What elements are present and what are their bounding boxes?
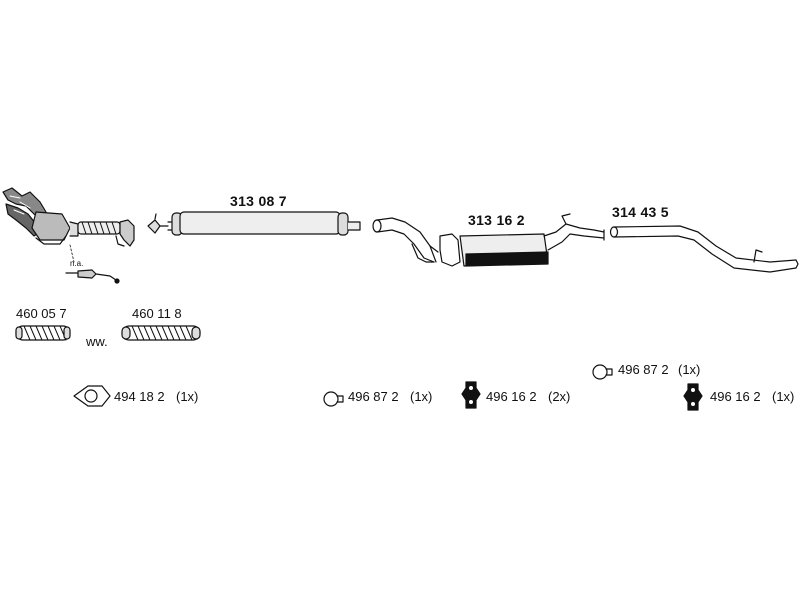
rear-muffler-label: 313 16 2 [468, 212, 525, 228]
front-connector [147, 213, 169, 234]
alternative-marker: ww. [86, 334, 108, 349]
center-muffler [167, 211, 361, 236]
accessory-quantity: (1x) [176, 389, 199, 404]
accessory-part-number: 494 18 2 [114, 389, 165, 404]
center-muffler-label: 313 08 7 [230, 193, 287, 209]
flex-pipe-b-label: 460 11 8 [132, 306, 182, 321]
rubber-hanger-icon [683, 383, 703, 411]
tail-pipe [609, 225, 799, 273]
flex-pipe-a-shape [15, 325, 71, 341]
gasket-icon [73, 385, 111, 407]
flex-pipe-b-shape [121, 325, 201, 341]
accessory-part-number: 496 16 2 [710, 389, 761, 404]
accessory-quantity: (2x) [548, 389, 571, 404]
flex-pipe-a-label: 460 05 7 [16, 306, 67, 321]
lambda-sensor [65, 244, 120, 284]
manifold-catalyst-assembly [2, 187, 135, 247]
clamp-ring-icon [323, 391, 344, 407]
rubber-hanger-icon [461, 381, 481, 409]
front-pipe-note: n.a. [70, 259, 84, 268]
accessory-quantity: (1x) [410, 389, 433, 404]
tail-pipe-label: 314 43 5 [612, 204, 669, 220]
accessory-part-number: 496 87 2 [618, 362, 669, 377]
accessory-quantity: (1x) [772, 389, 795, 404]
rear-muffler-assembly [372, 213, 605, 267]
clamp-ring-icon [592, 364, 613, 380]
accessory-quantity: (1x) [678, 362, 701, 377]
accessory-part-number: 496 87 2 [348, 389, 399, 404]
accessory-part-number: 496 16 2 [486, 389, 537, 404]
